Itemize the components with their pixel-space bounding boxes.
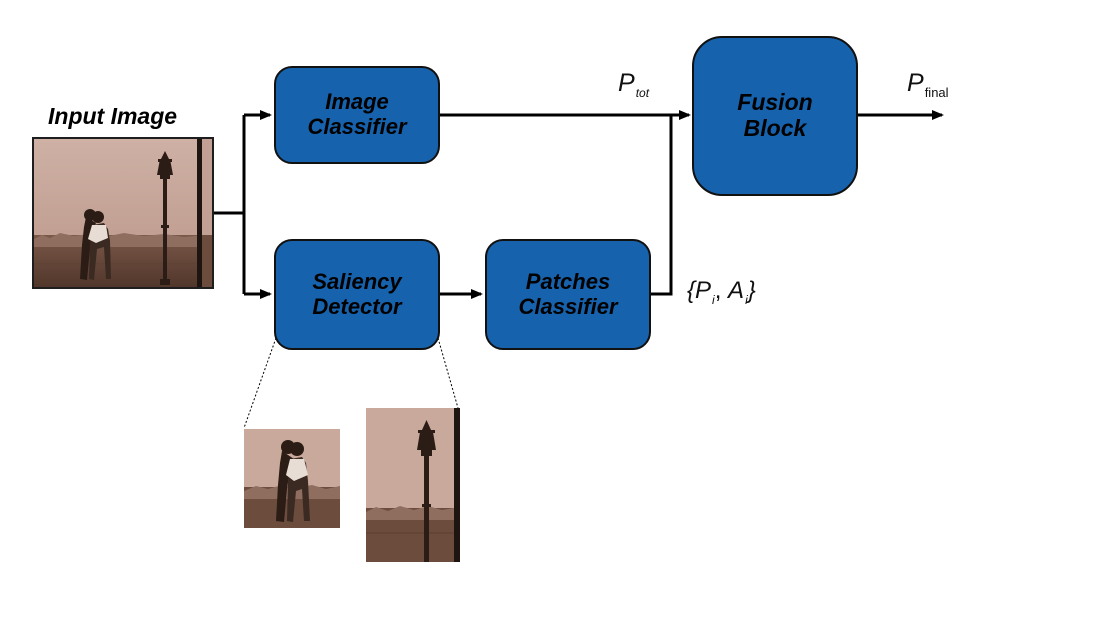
lamp-patch-illustration bbox=[366, 408, 460, 562]
patch-set-label: {Pi, Ai} bbox=[687, 277, 756, 307]
salient-patch-couple bbox=[244, 429, 340, 528]
salient-patch-lamp bbox=[366, 408, 460, 562]
image-classifier-block: Image Classifier bbox=[274, 66, 440, 164]
p-final-main: P bbox=[907, 69, 924, 97]
input-photo-illustration bbox=[34, 139, 212, 287]
patch-set-open-brace: { bbox=[687, 277, 696, 304]
couple-patch-illustration bbox=[244, 429, 340, 528]
p-tot-label: Ptot bbox=[618, 69, 650, 100]
saliency-detector-block: Saliency Detector bbox=[274, 239, 440, 350]
input-image-title: Input Image bbox=[48, 103, 178, 129]
p-tot-subscript: tot bbox=[635, 86, 650, 100]
zoom-guide-right bbox=[437, 337, 459, 409]
patch-set-p-subscript: i bbox=[712, 293, 715, 307]
p-tot-main: P bbox=[618, 69, 635, 97]
patches-to-fusion-connector bbox=[651, 115, 673, 296]
fusion-block: Fusion Block bbox=[692, 36, 858, 196]
patch-set-a: A bbox=[728, 277, 745, 304]
input-image bbox=[32, 137, 214, 289]
zoom-guide-left bbox=[243, 337, 277, 429]
patches-classifier-block: Patches Classifier bbox=[485, 239, 651, 350]
patch-set-a-subscript: i bbox=[745, 293, 748, 307]
p-final-subscript: final bbox=[924, 85, 949, 100]
p-final-label: Pfinal bbox=[907, 69, 949, 100]
patch-set-p: P bbox=[695, 277, 712, 304]
patch-set-separator: , bbox=[714, 277, 729, 304]
patch-set-close-brace: } bbox=[747, 277, 756, 304]
